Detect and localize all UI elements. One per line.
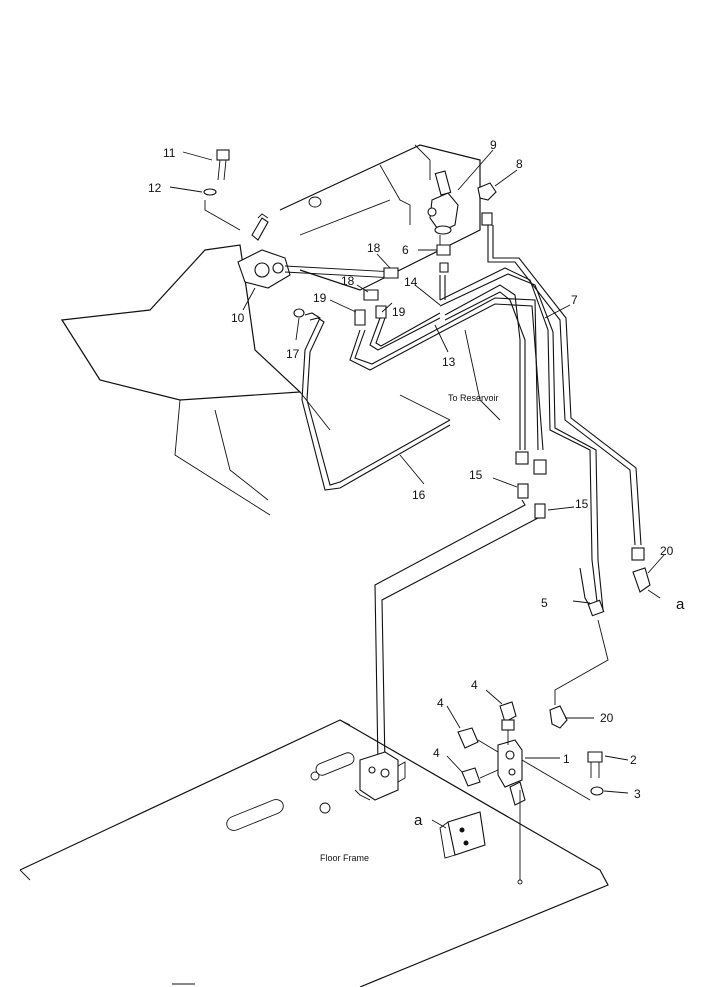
pipe-down-left xyxy=(374,499,539,766)
bolt-11 xyxy=(216,149,230,181)
callout-20-upper: 20 xyxy=(660,544,674,558)
fitting-19a xyxy=(354,309,366,326)
bolt-2 xyxy=(587,751,603,778)
elbow-20-lower xyxy=(549,705,568,729)
washer-12 xyxy=(203,188,241,231)
callout-4-mid: 4 xyxy=(437,696,444,710)
fitting-15b xyxy=(533,459,547,519)
callout-12: 12 xyxy=(148,181,162,195)
pipe-bundle-7 xyxy=(439,225,642,611)
callout-20-lower: 20 xyxy=(600,711,614,725)
callout-19-left: 19 xyxy=(313,291,327,305)
fitting-4-top xyxy=(499,701,517,745)
fitting-4-mid xyxy=(457,727,499,753)
callout-15-right: 15 xyxy=(575,497,589,511)
callout-5: 5 xyxy=(541,596,548,610)
callout-13: 13 xyxy=(442,355,456,369)
floor-valve-block xyxy=(354,751,406,801)
callout-17: 17 xyxy=(286,347,300,361)
callout-19-right: 19 xyxy=(392,305,406,319)
callout-3: 3 xyxy=(634,787,641,801)
callout-10: 10 xyxy=(231,311,245,325)
valve-9 xyxy=(427,170,459,245)
manifold-block-1 xyxy=(497,739,591,885)
pipe-13 xyxy=(349,324,446,371)
callout-18-upper: 18 xyxy=(367,241,381,255)
callout-2: 2 xyxy=(630,753,637,767)
callout-4-low: 4 xyxy=(433,746,440,760)
pilot-valve-10 xyxy=(237,213,396,289)
tee-6 xyxy=(436,244,451,273)
callout-11: 11 xyxy=(163,146,176,160)
callout-15-left: 15 xyxy=(469,468,483,482)
hose-5 xyxy=(554,567,609,705)
fitting-18a xyxy=(383,267,399,279)
fitting-18b xyxy=(363,289,379,301)
washer-3 xyxy=(590,786,604,796)
fitting-19b xyxy=(375,305,387,319)
fitting-15a xyxy=(515,451,529,499)
callout-labels: 11 12 10 9 8 6 18 18 14 19 19 17 13 7 To… xyxy=(148,138,685,863)
callout-16: 16 xyxy=(412,488,426,502)
callout-4-top: 4 xyxy=(471,678,478,692)
callout-8: 8 xyxy=(516,157,523,171)
elbow-8 xyxy=(477,182,497,226)
fitting-4-low xyxy=(461,767,499,787)
floor-frame xyxy=(19,719,609,987)
callout-9: 9 xyxy=(490,138,497,152)
callout-1: 1 xyxy=(563,752,570,766)
elbow-20-upper xyxy=(631,547,651,593)
label-floor-frame: Floor Frame xyxy=(320,853,369,863)
callout-6: 6 xyxy=(402,243,409,257)
callout-14: 14 xyxy=(404,275,418,289)
callout-18-lower: 18 xyxy=(341,274,355,288)
label-to-reservoir: To Reservoir xyxy=(448,393,499,403)
pipe-14 xyxy=(369,275,446,351)
leader-lines xyxy=(169,149,665,985)
ref-a-lower: a xyxy=(414,812,423,829)
clip-17 xyxy=(293,308,305,318)
callout-7: 7 xyxy=(571,293,578,307)
hose-16 xyxy=(301,312,451,491)
ref-a-upper: a xyxy=(676,596,685,613)
